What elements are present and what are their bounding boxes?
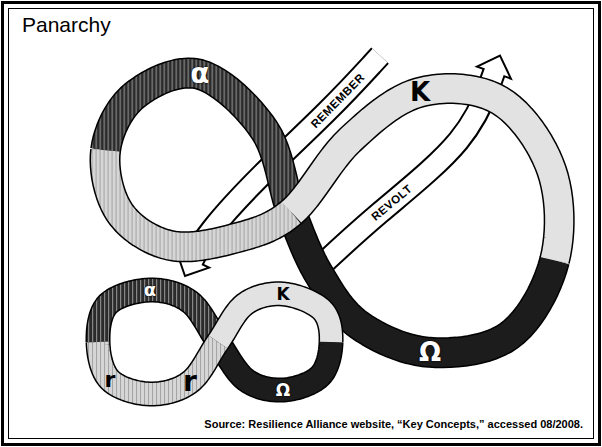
- phase-letter: Ω: [276, 382, 290, 399]
- band-phase: [106, 73, 292, 212]
- inner-border: [9, 9, 594, 439]
- phase-letter: K: [410, 79, 430, 105]
- band-outline: [98, 294, 331, 394]
- phase-letter: Ω: [419, 339, 441, 365]
- band-phase: [98, 290, 218, 342]
- band-phase: [105, 150, 292, 247]
- band-phase: [218, 342, 331, 390]
- band-phase: [218, 294, 331, 342]
- phase-letter: α: [144, 281, 156, 299]
- phase-letter: r: [105, 369, 116, 391]
- diagram-title: Panarchy: [22, 13, 111, 36]
- figure-eight-band: [84, 276, 345, 408]
- phase-letter: α: [190, 60, 209, 88]
- source-caption: Source: Resilience Alliance website, “Ke…: [204, 418, 583, 430]
- band-phase: [98, 342, 218, 394]
- phase-letter: r: [183, 368, 197, 396]
- outer-border: [3, 3, 600, 445]
- phase-letter: K: [276, 286, 289, 303]
- adaptive-cycle: α r r K Ω: [84, 276, 345, 408]
